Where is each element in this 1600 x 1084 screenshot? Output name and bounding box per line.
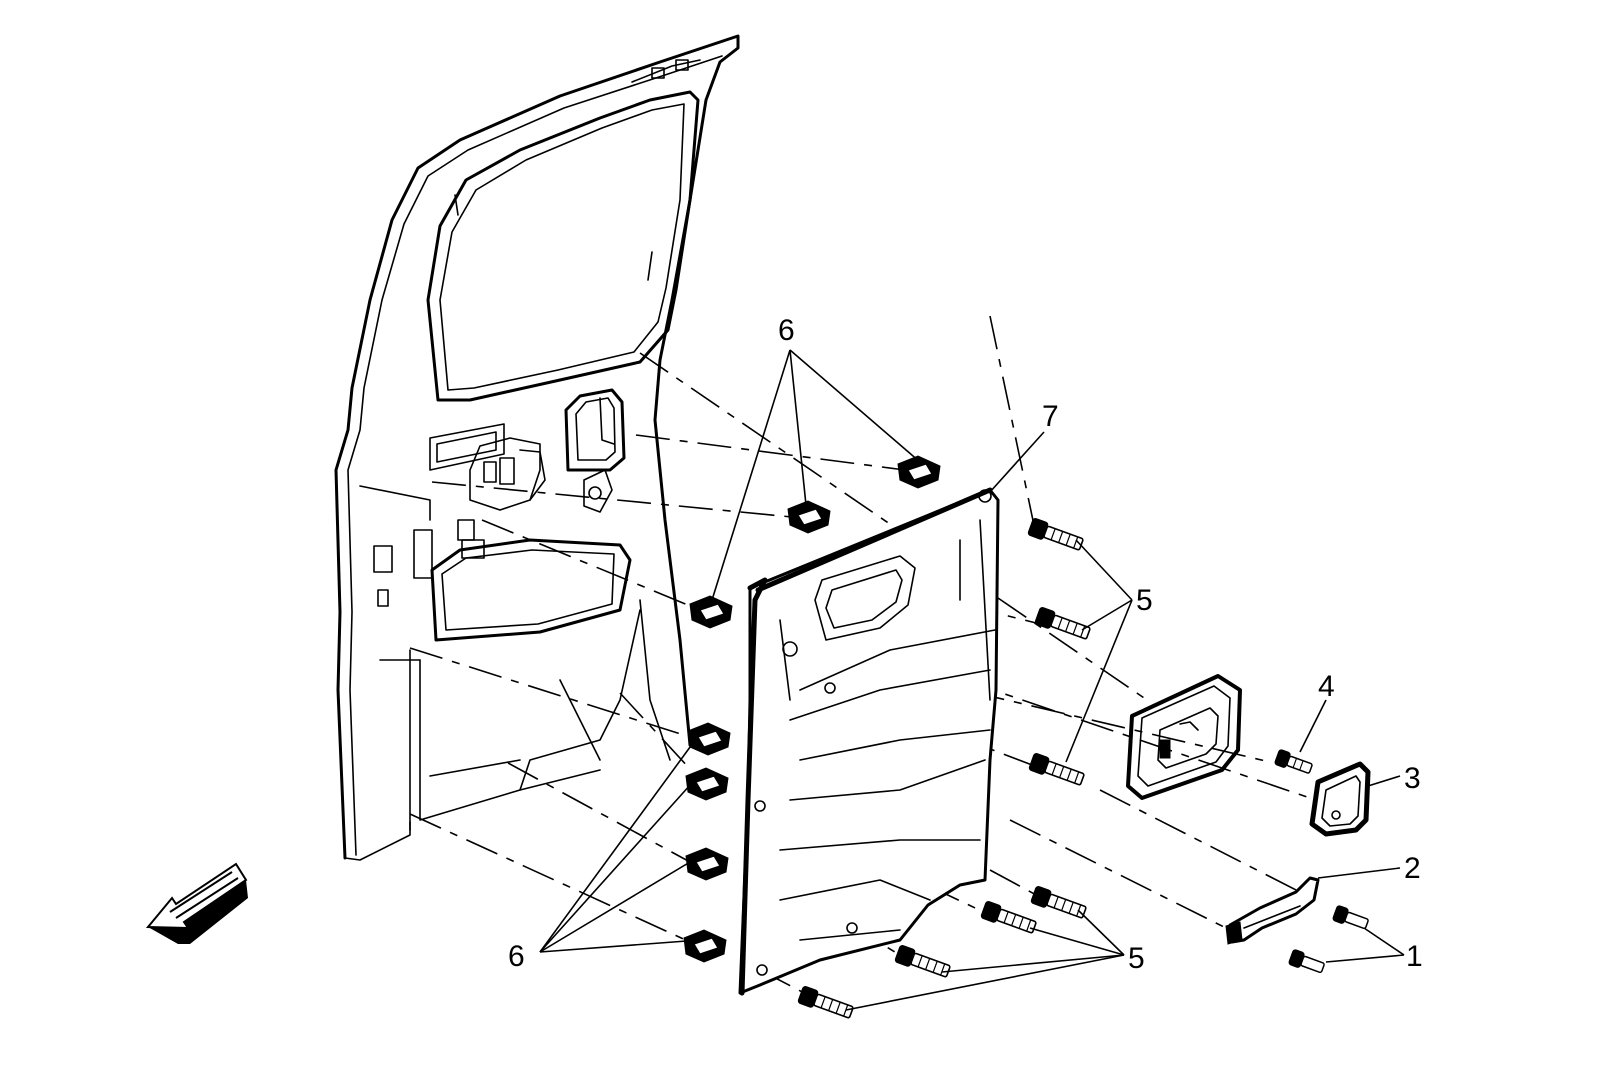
clip-lower-1 (687, 722, 731, 756)
callout-5-upper: 5 (1136, 584, 1153, 617)
clip-upper-1 (897, 455, 941, 489)
front-direction-arrow-icon (145, 862, 248, 944)
screw-strap-1 (1332, 905, 1369, 930)
callout-4: 4 (1318, 670, 1335, 703)
screw-lower-4 (797, 985, 854, 1019)
callout-2: 2 (1404, 852, 1421, 885)
clip-lower-3 (685, 847, 729, 881)
screw-upper-2 (1034, 606, 1091, 640)
leader-lines (539, 349, 1405, 1011)
callout-5-lower: 5 (1128, 942, 1145, 975)
door-trim-panel (738, 487, 1000, 996)
callouts: 6 6 7 5 5 4 3 2 1 (508, 314, 1423, 975)
bezel-cover (1309, 761, 1371, 837)
retainer-clips (683, 455, 941, 963)
screw-upper-3 (1028, 752, 1085, 786)
door-frame (334, 34, 740, 861)
callout-1: 1 (1406, 940, 1423, 973)
callout-7: 7 (1042, 400, 1059, 433)
clip-lower-2 (685, 767, 729, 801)
screws (797, 517, 1369, 1019)
clip-lower-4 (683, 929, 727, 963)
screw-lower-2 (980, 900, 1037, 934)
callout-6-lower: 6 (508, 940, 525, 973)
handle-bezel (1126, 674, 1242, 800)
screw-bezel (1274, 749, 1313, 774)
screw-upper-1 (1027, 517, 1084, 551)
clip-upper-3 (689, 595, 733, 629)
screw-lower-3 (894, 944, 951, 978)
pull-strap (1225, 876, 1320, 945)
screw-lower-1 (1030, 885, 1087, 919)
callout-6-upper: 6 (778, 314, 795, 347)
callout-3: 3 (1404, 762, 1421, 795)
screw-strap-2 (1288, 949, 1325, 974)
clip-upper-2 (787, 500, 831, 534)
